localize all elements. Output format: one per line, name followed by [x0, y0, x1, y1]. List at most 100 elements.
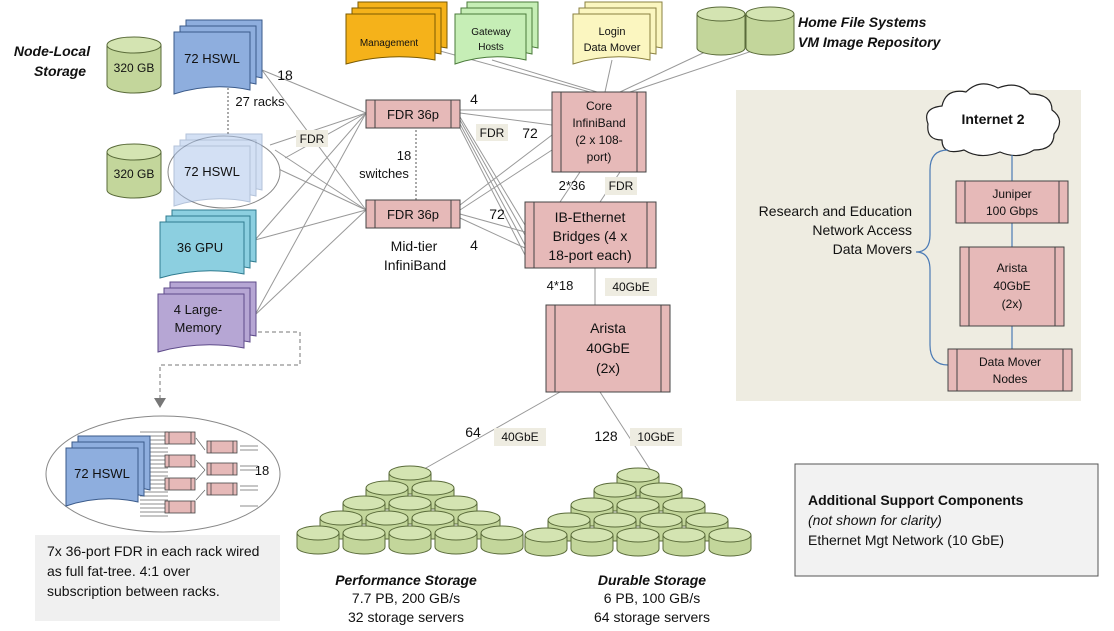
internet-label: Internet 2: [961, 111, 1024, 127]
core-infiniband-switch: Core InfiniBand (2 x 108- port): [551, 91, 647, 173]
gbe40-perf-tag: [494, 428, 546, 446]
inset-note-line3: subscription between racks.: [47, 583, 220, 599]
juniper-switch: Juniper 100 Gbps: [955, 180, 1069, 224]
fdr-switch-top-label: FDR 36p: [387, 107, 439, 122]
arista-center-switch: Arista 40GbE (2x): [545, 304, 671, 393]
inset-hswl-label: 72 HSWL: [74, 466, 130, 481]
disk-icon-upper: 320 GB: [106, 36, 162, 94]
inset-note-line2: as full fat-tree. 4:1 over: [47, 563, 191, 579]
disk-lower-label: 320 GB: [114, 167, 155, 181]
fdr-switch-bottom: FDR 36p: [365, 199, 461, 229]
inset-note-box: [35, 535, 280, 621]
label-72-core: 72: [522, 125, 538, 141]
data-mover-label-2: Nodes: [993, 372, 1028, 386]
label-18-switches: 18: [397, 148, 411, 163]
inset-18-label: 18: [255, 463, 269, 478]
fdr-left-tag: [296, 130, 328, 147]
durable-storage-line1: 6 PB, 100 GB/s: [604, 590, 701, 606]
arista-center-label-2: 40GbE: [586, 340, 630, 356]
disk-icon-lower: 320 GB: [106, 143, 162, 199]
perf-storage-line2: 32 storage servers: [348, 609, 464, 625]
performance-storage-pyramid: [296, 465, 524, 555]
label-128: 128: [594, 428, 618, 444]
disk-upper-label: 320 GB: [114, 61, 155, 75]
gbe40-perf-label: 40GbE: [501, 430, 538, 444]
data-mover-nodes: Data Mover Nodes: [947, 348, 1073, 392]
gpu-label: 36 GPU: [177, 240, 223, 255]
gpu-stack: 36 GPU: [159, 209, 257, 279]
login-stack: Login Data Mover: [572, 1, 663, 65]
fdr-core-left-label: FDR: [480, 126, 505, 140]
bridges-label-1: IB-Ethernet: [555, 209, 626, 225]
arrow-head-icon: [154, 398, 166, 408]
label-27-racks: 27 racks: [235, 94, 285, 109]
login-label-1: Login: [599, 26, 626, 38]
bridges-label-2: Bridges (4 x: [553, 228, 628, 244]
fdr-below-label: FDR: [609, 179, 634, 193]
hswl-mid-stack: [173, 133, 263, 207]
label-switches: switches: [359, 166, 409, 181]
midtier-label-1: Mid-tier: [391, 238, 438, 254]
core-label-1: Core: [586, 99, 612, 113]
durable-storage-pyramid: [524, 467, 752, 557]
gbe10-label: 10GbE: [637, 430, 674, 444]
fdr-core-tag: [476, 124, 508, 141]
gbe10-tag: [630, 428, 682, 446]
node-local-label: Node-Local: [14, 43, 91, 59]
core-label-4: port): [587, 150, 612, 164]
management-label: Management: [360, 38, 419, 49]
label-4-bridge: 4: [470, 237, 478, 253]
juniper-label-2: 100 Gbps: [986, 204, 1038, 218]
juniper-label-1: Juniper: [992, 187, 1031, 201]
core-label-2: InfiniBand: [572, 116, 625, 130]
management-stack: Management: [345, 1, 448, 65]
hswl-mid-label: 72 HSWL: [184, 164, 240, 179]
gateway-label-1: Gateway: [471, 27, 510, 38]
rne-side-label-3: Data Movers: [833, 241, 912, 257]
hswl-top-stack: 72 HSWL: [173, 19, 263, 95]
arista-rne-label-1: Arista: [997, 261, 1028, 275]
internet-cloud-icon: Internet 2: [926, 83, 1061, 157]
label-64: 64: [465, 424, 481, 440]
home-fs-disk-1: [696, 6, 746, 56]
label-4-top: 4: [470, 91, 478, 107]
rne-bracket: [915, 149, 949, 366]
large-memory-stack: 4 Large- Memory: [157, 281, 257, 353]
gbe40-bridge-label: 40GbE: [612, 280, 649, 294]
arista-rne-label-3: (2x): [1002, 297, 1023, 311]
rne-side-label-1: Research and Education: [759, 203, 912, 219]
label-72-bridge: 72: [489, 206, 505, 222]
home-fs-label-2: VM Image Repository: [798, 34, 942, 50]
large-memory-label-1: 4 Large-: [174, 302, 222, 317]
label-4x18: 4*18: [547, 278, 574, 293]
home-fs-label-1: Home File Systems: [798, 14, 927, 30]
fdr-left-label: FDR: [300, 132, 325, 146]
ib-ethernet-bridges: IB-Ethernet Bridges (4 x 18-port each): [524, 201, 657, 269]
support-box: [794, 463, 1099, 577]
durable-storage-line2: 64 storage servers: [594, 609, 710, 625]
support-item: Ethernet Mgt Network (10 GbE): [808, 532, 1004, 548]
login-label-2: Data Mover: [584, 42, 641, 54]
fdr-switch-top: FDR 36p: [365, 99, 461, 129]
perf-storage-title: Performance Storage: [335, 572, 477, 588]
inset-note-line1: 7x 36-port FDR in each rack wired: [47, 543, 259, 559]
inset-dashed-arrow: [159, 331, 301, 400]
gbe40-bridge-tag: [605, 278, 657, 296]
arista-rne-label-2: 40GbE: [993, 279, 1030, 293]
rne-side-label-2: Network Access: [812, 222, 912, 238]
bridges-label-3: 18-port each): [548, 247, 631, 263]
support-title: Additional Support Components: [808, 492, 1024, 508]
inset-hswl-stack: 72 HSWL: [65, 435, 151, 507]
fdr-below-tag: [605, 177, 637, 195]
hswl-top-label: 72 HSWL: [184, 51, 240, 66]
arista-center-label-3: (2x): [596, 360, 620, 376]
large-memory-label-2: Memory: [175, 320, 222, 335]
fdr-switch-bottom-label: FDR 36p: [387, 207, 439, 222]
arista-rne-switch: Arista 40GbE (2x): [959, 246, 1065, 327]
home-fs-disk-2: [745, 6, 795, 56]
gateway-label-2: Hosts: [478, 42, 504, 53]
label-18-top: 18: [277, 67, 293, 83]
label-2x36: 2*36: [559, 178, 586, 193]
support-note: (not shown for clarity): [808, 512, 942, 528]
